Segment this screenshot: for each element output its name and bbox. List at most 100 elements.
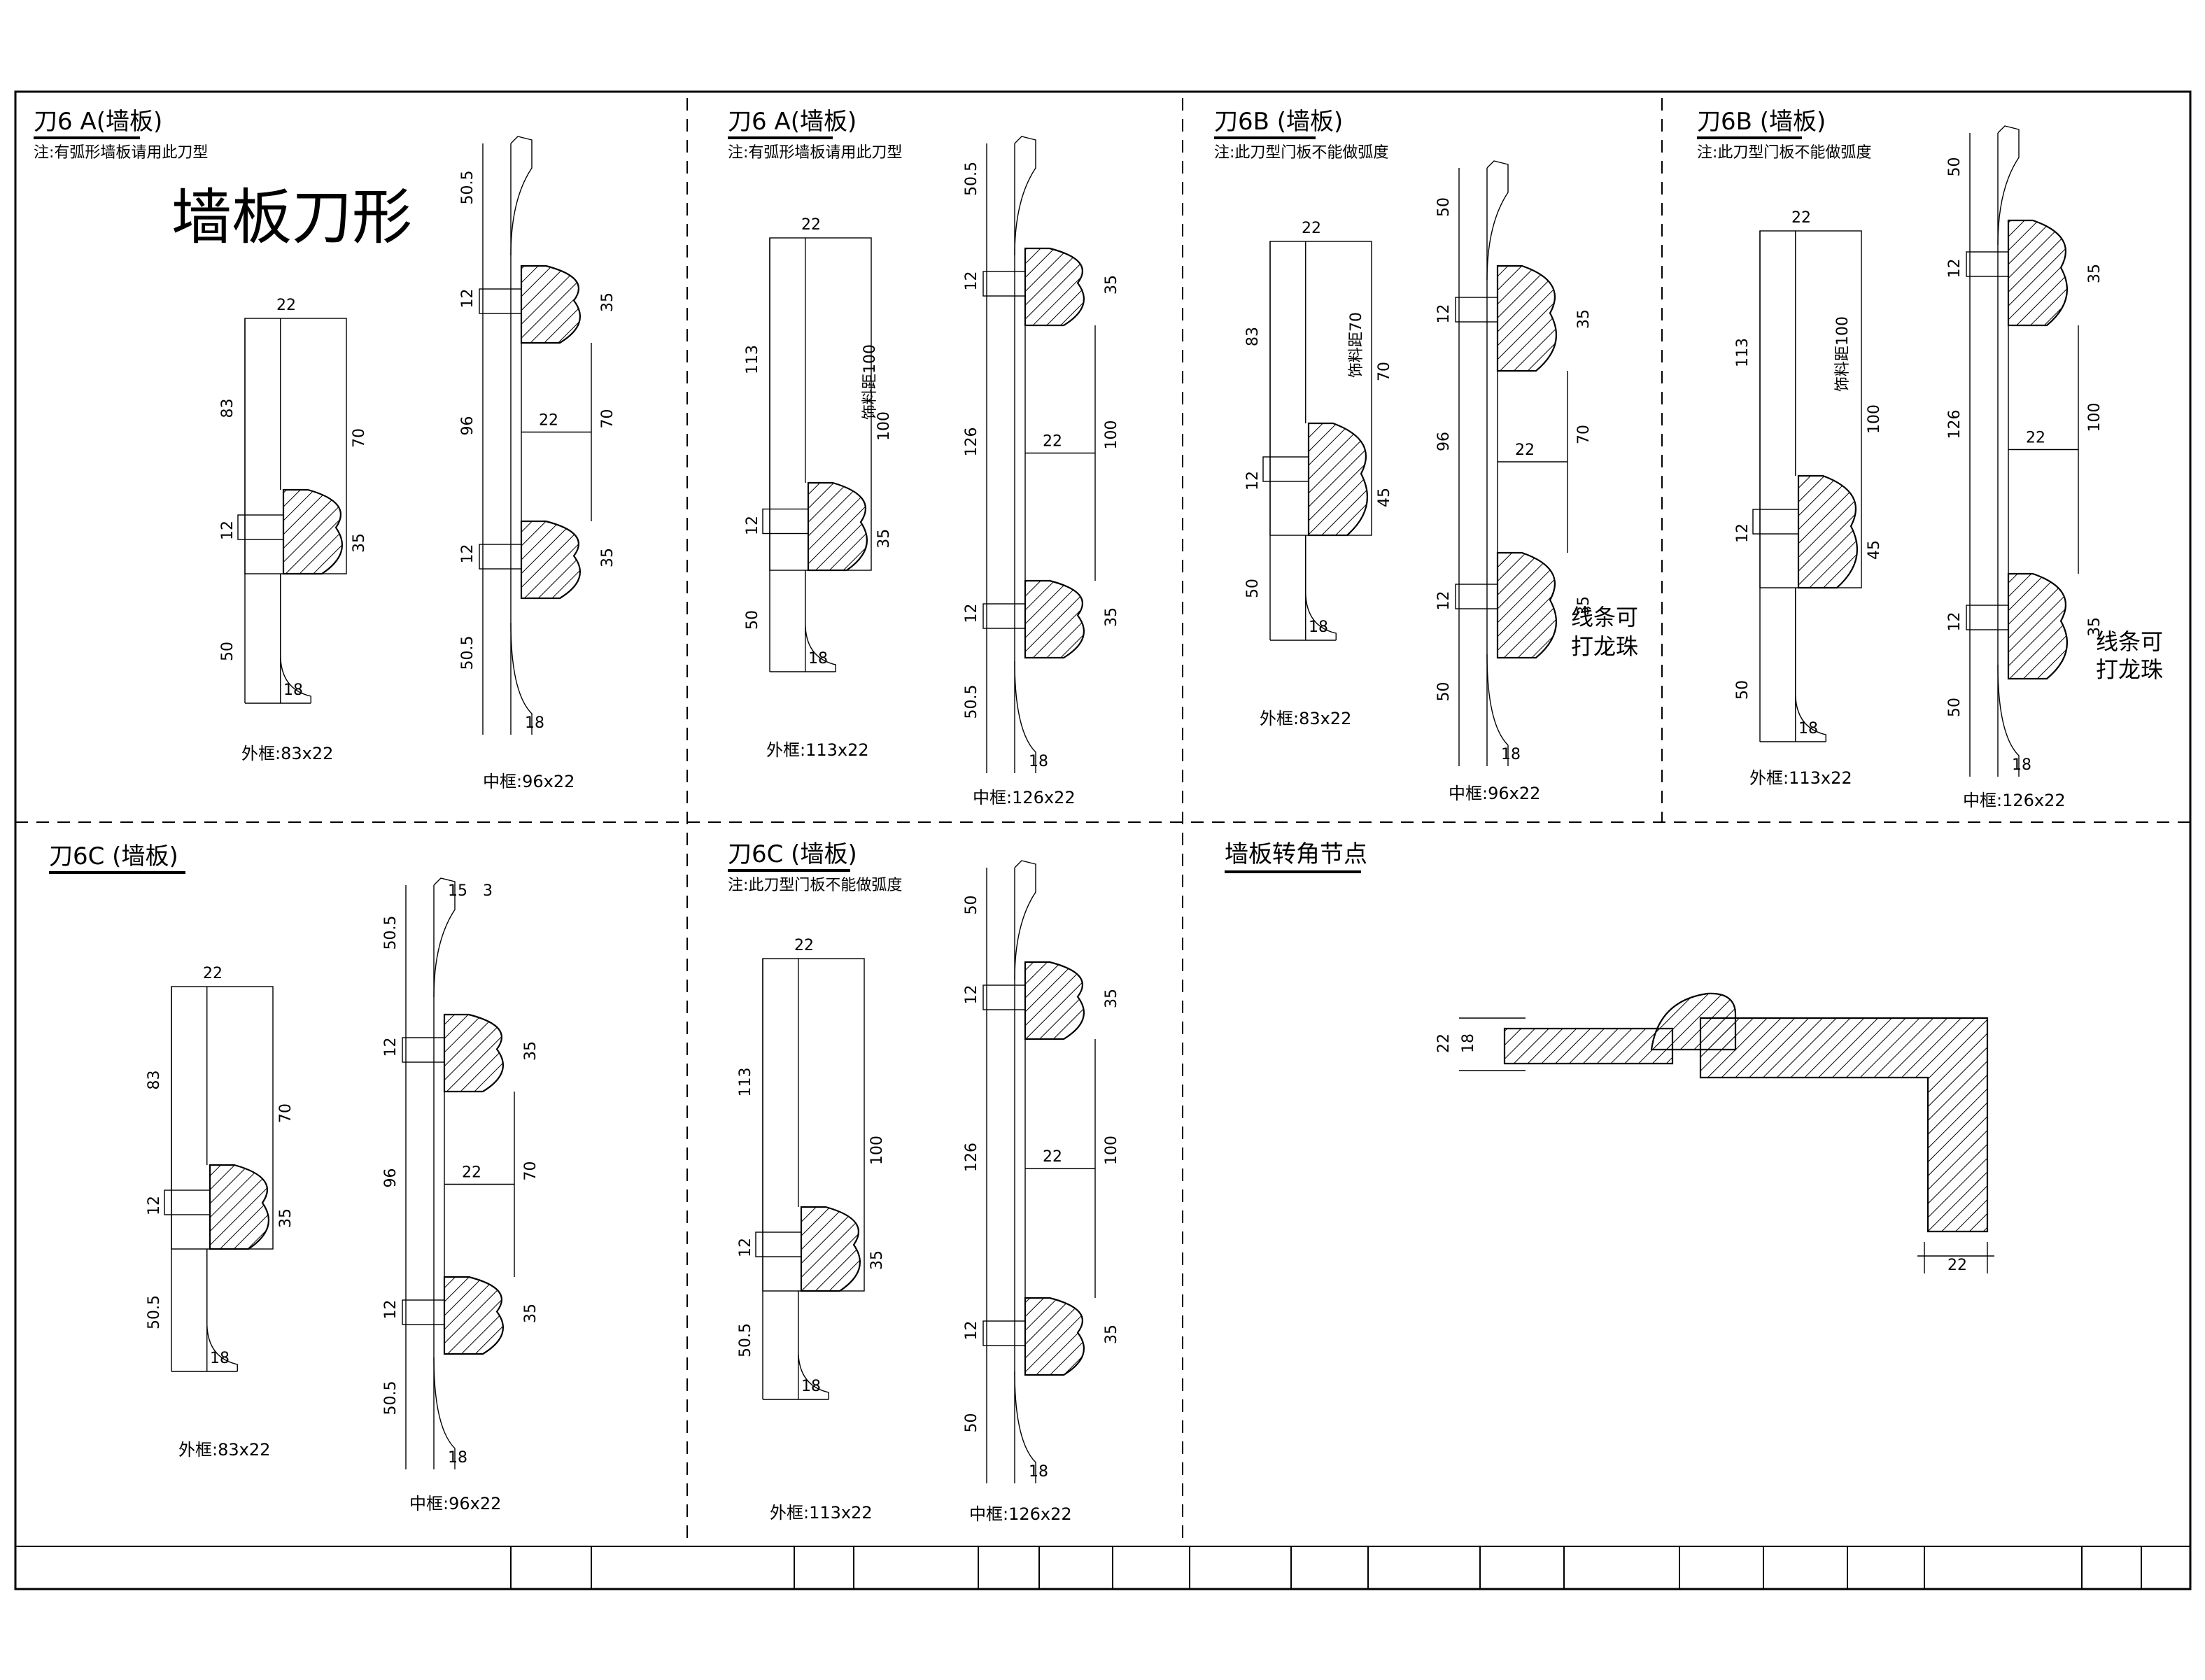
dimension-label: 35 [1103, 607, 1120, 627]
tenon-block [1455, 297, 1498, 323]
dimension-label: 35 [599, 548, 617, 567]
dimension-label: 83 [219, 399, 237, 418]
dim-corner-22b: 22 [1947, 1257, 1967, 1274]
moulding-bead [443, 1276, 504, 1355]
dimension-label: 12 [1734, 523, 1752, 543]
dimension-label: 22 [276, 297, 296, 314]
panel-title: 刀6B (墙板) [1214, 108, 1343, 136]
dimension-label: 12 [219, 521, 237, 540]
dimension-label: 113 [737, 1068, 754, 1097]
caption-p3-middle: 中框:96x22 [1449, 784, 1540, 803]
caption-p2-middle: 中框:126x22 [973, 788, 1076, 807]
dimension-label: 22 [2026, 430, 2045, 447]
dimension-label: 35 [1103, 275, 1120, 295]
moulding-bead [1496, 264, 1558, 372]
tenon-block [982, 603, 1026, 629]
dimension-label: 12 [744, 516, 761, 535]
dimension-label: 96 [382, 1169, 400, 1188]
panel-title: 刀6C (墙板) [728, 840, 857, 868]
dimension-label: 18 [210, 1350, 230, 1367]
panel-title: 刀6 A(墙板) [34, 108, 162, 136]
post-bottom-curve [1014, 661, 1036, 773]
tenon-block [982, 1320, 1026, 1346]
tenon-block [1966, 605, 2009, 630]
frame-profile-curve [1795, 588, 1826, 742]
dimension-label: 18 [525, 714, 544, 732]
dimension-label: 12 [1435, 304, 1453, 324]
dimension-label: 12 [963, 985, 980, 1005]
dimension-label: 50 [219, 642, 237, 661]
dimension-label: 50.5 [737, 1323, 754, 1357]
dimension-label: 35 [1575, 596, 1593, 616]
dimension-label: 35 [599, 292, 617, 312]
dimension-label: 18 [801, 1378, 821, 1395]
post-top-curve [1014, 136, 1036, 256]
post-bottom-curve [1486, 654, 1509, 766]
dimension-label: 12 [1244, 471, 1262, 490]
tenon-block [237, 514, 284, 540]
panel-note: 注:有弧形墙板请用此刀型 [728, 144, 902, 162]
profile-drawings: 22 83 12 50 18 70 35 22 50.5 12 96 12 50.5 18 35 70 35 22… [146, 125, 2104, 1483]
moulding-bead [1307, 422, 1369, 537]
dimension-label: 70 [277, 1103, 295, 1123]
dimension-label: 22 [1791, 209, 1811, 227]
dimension-label: 50 [1244, 579, 1262, 598]
dimension-label: 50.5 [459, 171, 477, 205]
dimension-label: 126 [963, 1143, 980, 1172]
moulding-bead [1024, 579, 1085, 659]
frame-profile-curve [1305, 535, 1337, 640]
moulding-bead [520, 264, 581, 344]
dim-corner-18: 18 [1460, 1033, 1477, 1053]
panel-title: 刀6 A(墙板) [728, 108, 857, 136]
frame-profile-curve [805, 570, 836, 672]
dimension-label: 126 [963, 428, 980, 457]
tenon-block [402, 1299, 445, 1325]
dimension-label: 12 [1946, 259, 1964, 278]
panel-title: 墙板转角节点 [1225, 840, 1367, 868]
post-bottom-curve [510, 622, 533, 735]
dimension-label: 50 [1435, 197, 1453, 217]
tenon-block [479, 288, 522, 314]
dimension-label: 12 [382, 1300, 400, 1320]
tenon-block [1966, 251, 2009, 277]
tenon-block [1262, 456, 1309, 482]
dimension-label: 12 [459, 289, 477, 309]
dimension-label: 12 [1435, 591, 1453, 611]
panel-header-2: 刀6 A(墙板) 注:有弧形墙板请用此刀型 [728, 108, 902, 162]
panel-note: 注:此刀型门板不能做弧度 [728, 877, 902, 894]
dimension-label: 22 [1302, 220, 1321, 237]
dimension-label: 35 [522, 1041, 540, 1061]
dimension-label: 70 [351, 428, 368, 448]
dimension-label: 70 [1575, 425, 1593, 444]
dimension-label: 12 [737, 1238, 754, 1257]
dimension-label: 50 [963, 896, 980, 915]
dimension-label: 35 [1575, 309, 1593, 329]
moulding-bead [800, 1206, 861, 1292]
dimension-label: 12 [146, 1196, 163, 1215]
dimension-label: 35 [1103, 989, 1120, 1008]
corner-joint-drawing [1459, 992, 1994, 1273]
tenon-block [402, 1037, 445, 1063]
dimension-label: 45 [1376, 488, 1393, 507]
dimension-label: 100 [1103, 1136, 1120, 1165]
dimension-label: 饰料距70 [1348, 312, 1365, 378]
dimension-label: 22 [539, 412, 558, 430]
dimension-label: 113 [744, 345, 761, 374]
dimension-label: 22 [1043, 1148, 1062, 1166]
dimension-label: 35 [868, 1250, 886, 1270]
dimension-label: 35 [522, 1304, 540, 1323]
remark-bead-p3-line2: 打龙珠 [1571, 633, 1638, 660]
panel-header-6: 刀6C (墙板) 注:此刀型门板不能做弧度 [728, 840, 902, 894]
dimension-label: 22 [801, 216, 821, 234]
dimension-label: 35 [2086, 617, 2104, 637]
dimension-label: 12 [382, 1038, 400, 1057]
post-top-curve [1997, 125, 2020, 246]
caption-p6-outer: 外框:113x22 [770, 1503, 873, 1523]
remark-bead-p3-line1: 线条可 [1571, 604, 1638, 630]
frame-profile-curve [798, 1291, 829, 1399]
moulding-bead [2007, 572, 2069, 680]
moulding-bead [1496, 551, 1558, 659]
dim-corner-22: 22 [1435, 1033, 1453, 1053]
dimension-label: 50 [1435, 682, 1453, 702]
